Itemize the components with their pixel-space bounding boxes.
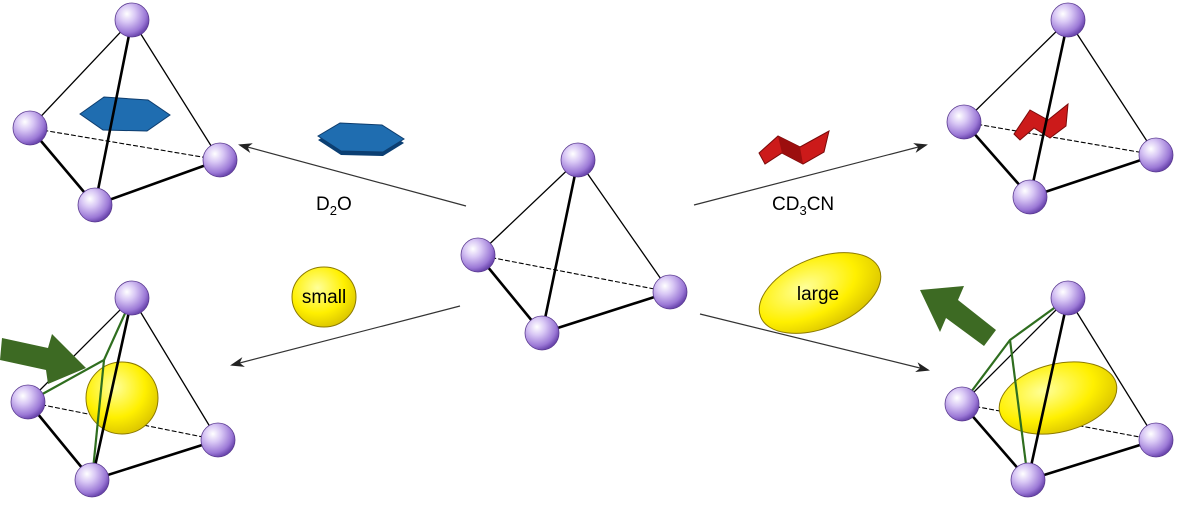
arrow-to-bottom-right bbox=[699, 313, 930, 372]
vertex-sphere bbox=[10, 384, 46, 420]
small-guest-icon: small bbox=[291, 266, 357, 328]
arrow-to-bottom-left bbox=[230, 305, 461, 367]
vertex-sphere bbox=[114, 2, 150, 38]
top-left-cage bbox=[12, 2, 238, 223]
vertex-sphere bbox=[652, 274, 688, 310]
vertex-sphere bbox=[114, 280, 150, 316]
vertex-sphere bbox=[1138, 137, 1174, 173]
vertex-sphere bbox=[1010, 462, 1046, 498]
vertex-sphere bbox=[560, 142, 596, 178]
top-right-cage bbox=[946, 2, 1174, 215]
solvent-label-d2o: D2O bbox=[316, 194, 352, 218]
expansion-arrow-icon bbox=[920, 286, 996, 346]
vertex-sphere bbox=[1050, 280, 1086, 316]
vertex-sphere bbox=[946, 104, 982, 140]
vertex-sphere bbox=[524, 315, 560, 351]
small-guest-label: small bbox=[302, 287, 346, 308]
vertex-sphere bbox=[202, 142, 238, 178]
vertex-sphere bbox=[12, 110, 48, 146]
vertex-sphere bbox=[944, 386, 980, 422]
encapsulated-large-guest-icon bbox=[998, 361, 1118, 435]
solvent-label-cd3cn: CD3CN bbox=[772, 194, 834, 218]
bottom-right-cage bbox=[920, 280, 1174, 498]
vertex-sphere bbox=[1050, 2, 1086, 38]
encapsulated-small-guest-icon bbox=[85, 361, 159, 435]
bottom-left-cage bbox=[0, 280, 236, 498]
vertex-sphere bbox=[460, 237, 496, 273]
bent-guest-icon bbox=[758, 130, 830, 165]
large-guest-label: large bbox=[797, 284, 839, 305]
vertex-sphere bbox=[1012, 179, 1048, 215]
vertex-sphere bbox=[74, 462, 110, 498]
encapsulated-bent-icon bbox=[1013, 102, 1069, 141]
vertex-sphere bbox=[200, 422, 236, 458]
large-guest-icon: large bbox=[758, 252, 882, 334]
compression-arrow-icon bbox=[0, 334, 86, 384]
vertex-sphere bbox=[1138, 422, 1174, 458]
arrow-to-top-left bbox=[238, 143, 467, 207]
hexagon-guest-icon bbox=[317, 122, 405, 156]
vertex-sphere bbox=[77, 187, 113, 223]
center-cage bbox=[460, 142, 688, 351]
encapsulated-hexagon-icon bbox=[79, 96, 171, 132]
arrow-to-top-right bbox=[693, 143, 928, 206]
